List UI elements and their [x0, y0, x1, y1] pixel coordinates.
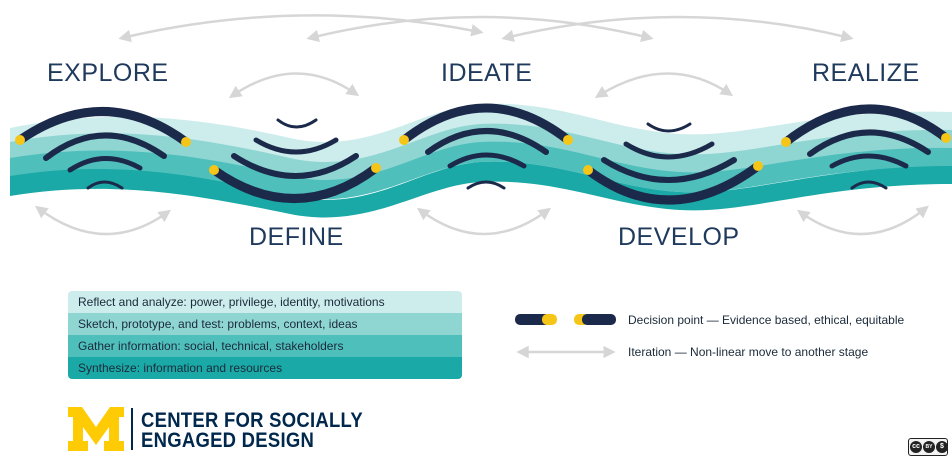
arc-inner-3 — [466, 180, 506, 190]
iteration-arrow-define-top — [228, 72, 360, 99]
cc-nc-icon: $ — [936, 441, 948, 453]
iteration-arrow-define-develop — [306, 15, 654, 42]
iteration-arrow-develop-top — [594, 72, 734, 98]
logo-text-line-2: ENGAGED DESIGN — [141, 429, 315, 452]
decision-arc — [209, 163, 381, 203]
arc-inner-3 — [646, 122, 692, 133]
stage-label-realize: REALIZE — [812, 59, 920, 87]
arc-group-realize — [781, 104, 951, 190]
legend-row-reflect: Reflect and analyze: power, privilege, i… — [68, 291, 462, 313]
arc-inner-3 — [850, 180, 888, 190]
arc-inner-2 — [623, 141, 715, 160]
decision-point-key-label: Decision point — Evidence based, ethical… — [628, 313, 905, 327]
decision-cap — [15, 135, 25, 145]
decision-cap — [781, 137, 791, 147]
decision-cap — [753, 161, 763, 171]
decision-arc — [781, 104, 951, 147]
arc-group-develop — [583, 122, 763, 205]
iteration-arrow-explore-bottom — [35, 205, 172, 236]
iteration-arrow-ideate-realize — [501, 15, 854, 43]
arc-inner-1 — [807, 129, 931, 157]
decision-point-key-icon — [515, 314, 616, 325]
cc-by-icon: BY — [923, 441, 935, 453]
iteration-key-label: Iteration — Non-linear move to another s… — [628, 345, 869, 359]
arc-group-ideate — [399, 103, 573, 190]
arc-inner-2 — [67, 156, 143, 173]
legend-row-sketch: Sketch, prototype, and test: problems, c… — [68, 313, 462, 335]
arc-inner-3 — [276, 118, 318, 129]
decision-arc — [399, 103, 573, 145]
cc-license-badge: cc BY $ — [908, 438, 948, 456]
iteration-arrow-realize-bottom — [796, 205, 929, 236]
arc-inner-2 — [447, 152, 527, 169]
stage-label-ideate: IDEATE — [441, 59, 533, 87]
stage-label-define: DEFINE — [249, 223, 344, 251]
top-iteration-arrows — [118, 14, 854, 99]
iteration-arrow-ideate-bottom — [416, 207, 552, 236]
arc-inner-3 — [86, 180, 124, 190]
arc-inner-2 — [829, 153, 909, 169]
logo-divider — [131, 408, 133, 450]
arc-group-explore — [15, 107, 191, 190]
logo-text-line-1: CENTER FOR SOCIALLY — [141, 409, 364, 432]
cc-icon: cc — [910, 441, 922, 453]
university-m-logo — [68, 407, 124, 451]
arc-inner-1 — [43, 132, 167, 161]
decision-cap — [181, 137, 191, 147]
legend-row-synthesize: Synthesize: information and resources — [68, 357, 462, 379]
stage-label-develop: DEVELOP — [618, 223, 740, 251]
decision-cap — [209, 165, 219, 175]
arc-group-define — [209, 118, 381, 203]
decision-cap — [399, 135, 409, 145]
iteration-arrow-explore-ideate — [118, 14, 484, 43]
decision-point-caps — [15, 133, 951, 175]
arc-inner-1 — [601, 157, 737, 183]
decision-cap — [583, 165, 593, 175]
decision-cap — [563, 135, 573, 145]
arc-inner-1 — [425, 128, 549, 155]
decision-arc — [583, 161, 763, 205]
arc-inner-2 — [253, 137, 339, 155]
decision-cap — [371, 163, 381, 173]
decision-cap — [941, 133, 951, 143]
wave-band-synthesize — [10, 161, 952, 218]
decision-arc — [15, 107, 191, 147]
bottom-iteration-arrows — [35, 205, 929, 236]
stage-label-explore: EXPLORE — [47, 59, 169, 87]
legend-row-gather: Gather information: social, technical, s… — [68, 335, 462, 357]
arc-inner-1 — [231, 153, 359, 179]
